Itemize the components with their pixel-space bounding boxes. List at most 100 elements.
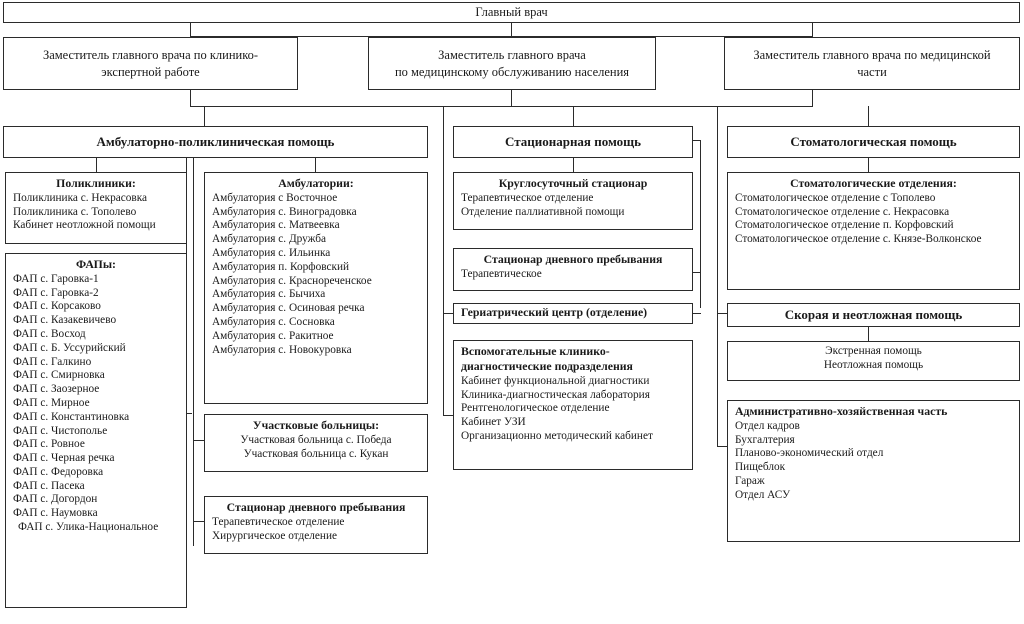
list-day-hospital-outpatient[interactable]: Стационар дневного пребывания Терапевтич… [204, 496, 428, 554]
list-polyclinics[interactable]: Поликлиники: Поликлиника с. Некрасовка П… [5, 172, 187, 244]
list-item: Участковая больница с. Победа [240, 433, 392, 446]
list-item: Стоматологическое отделение п. Корфовски… [735, 219, 954, 232]
connector-admin-in [717, 446, 727, 447]
deputy-medical-part-text: Заместитель главного врача по медицинско… [725, 47, 1019, 80]
list-item: Терапевтическое отделение [461, 191, 594, 204]
list-item: ФАП с. Константиновка [13, 410, 130, 423]
connector-deputy2-stub [511, 22, 512, 36]
list-item: ФАП с. Федоровка [13, 465, 104, 478]
list-day-hospital-inpatient[interactable]: Стационар дневного пребывания Терапевтич… [453, 248, 693, 291]
list-item: Отдел АСУ [735, 488, 791, 501]
section-outpatient-care[interactable]: Амбулаторно-поликлиническая помощь [3, 126, 428, 158]
connector-district-in [193, 440, 204, 441]
connector-deputy1-down [190, 90, 191, 106]
connector-geriatric-left [443, 313, 453, 314]
admin-title: Административно-хозяйственная часть [735, 404, 948, 418]
connector-diagnostic-left [443, 415, 453, 416]
list-item: Стоматологическое отделение с Тополево [735, 191, 936, 204]
section-inpatient-care[interactable]: Стационарная помощь [453, 126, 693, 158]
list-item: Амбулатория с. Виноградовка [212, 205, 357, 218]
section-emergency-care[interactable]: Скорая и неотложная помощь [727, 303, 1020, 327]
list-item: Клиника-диагностическая лаборатория [461, 388, 650, 401]
connector-outpatient-up [204, 106, 205, 126]
list-faps[interactable]: ФАПы: ФАП с. Гаровка-1 ФАП с. Гаровка-2 … [5, 253, 187, 608]
section-dental-care[interactable]: Стоматологическая помощь [727, 126, 1020, 158]
connector-inpatient-trunk-top [690, 140, 701, 141]
list-item: Отдел кадров [735, 419, 800, 432]
list-item: Рентгенологическое отделение [461, 402, 610, 415]
list-item: ФАП с. Заозерное [13, 383, 100, 396]
list-item: Пищеблок [735, 461, 786, 474]
connector-dayhosp-in-in [690, 272, 701, 273]
list-district-hospitals[interactable]: Участковые больницы: Участковая больница… [204, 414, 428, 472]
list-administrative-economic-part[interactable]: Административно-хозяйственная часть Отде… [727, 400, 1020, 542]
list-item: Амбулатория с. Ракитное [212, 329, 334, 342]
list-item: Планово-экономический отдел [735, 447, 884, 460]
list-ambulatories[interactable]: Амбулатории: Амбулатория с Восточное Амб… [204, 172, 428, 404]
list-item: Кабинет функциональной диагностики [461, 374, 650, 387]
connector-deputy2-down [511, 90, 512, 106]
connector-deputy1-stub [190, 22, 191, 36]
list-item: Кабинет неотложной помощи [13, 219, 156, 232]
deputy-clinical-expert-text: Заместитель главного врача по клинико- э… [4, 47, 297, 80]
connector-emergency-down [868, 327, 869, 341]
list-dental-departments[interactable]: Стоматологические отделения: Стоматологи… [727, 172, 1020, 290]
list-item: Амбулатория с. Ильинка [212, 247, 331, 260]
list-item: Терапевтическое отделение [212, 515, 345, 528]
node-deputy-clinical-expert[interactable]: Заместитель главного врача по клинико- э… [3, 37, 298, 90]
section-emergency-label: Скорая и неотложная помощь [784, 307, 963, 322]
connector-emergency-in [717, 313, 727, 314]
section-dental-label: Стоматологическая помощь [790, 134, 957, 149]
node-chief-physician[interactable]: Главный врач [3, 2, 1020, 23]
list-item: Отделение паллиативной помощи [461, 205, 625, 218]
node-geriatric-center[interactable]: Гериатрический центр (отделение) [453, 303, 693, 324]
connector-dayhosp-out-in [193, 521, 204, 522]
diagnostic-title-line-2: диагностические подразделения [461, 358, 633, 373]
district-hospitals-title: Участковые больницы: [252, 418, 380, 432]
list-item: ФАП с. Галкино [13, 355, 92, 368]
list-item: Участковая больница с. Кукан [243, 447, 389, 460]
list-item: Амбулатория с. Новокуровка [212, 343, 352, 356]
connector-second-bus [190, 106, 813, 107]
section-outpatient-label: Амбулаторно-поликлиническая помощь [96, 134, 335, 149]
faps-title: ФАПы: [76, 257, 116, 271]
connector-outpatient-right-trunk [193, 158, 194, 546]
list-item: Кабинет УЗИ [461, 416, 526, 429]
connector-chief-bus [190, 36, 813, 37]
list-item: ФАП с. Корсаково [13, 300, 101, 313]
list-item: Бухгалтерия [735, 433, 795, 446]
chief-label: Главный врач [475, 5, 548, 20]
connector-right-trunk [717, 126, 718, 446]
node-deputy-medical-service[interactable]: Заместитель главного врача по медицинско… [368, 37, 656, 90]
list-item: ФАП с. Гаровка-1 [13, 272, 99, 285]
connector-inpatient-up [573, 106, 574, 126]
list-item: ФАП с. Пасека [13, 479, 85, 492]
list-round-clock-hospital[interactable]: Круглосуточный стационар Терапевтическое… [453, 172, 693, 230]
list-item: Амбулатория п. Корфовский [212, 260, 350, 273]
deputy-medical-service-text: Заместитель главного врача по медицинско… [369, 47, 655, 80]
list-item: ФАП с. Черная речка [13, 452, 115, 465]
list-item: ФАП с. Чистополье [13, 424, 108, 437]
list-item: Стоматологическое отделение с. Князе-Вол… [735, 233, 982, 246]
list-diagnostic-subdivisions[interactable]: Вспомогательные клинико- диагностические… [453, 340, 693, 470]
list-item: Хирургическое отделение [212, 529, 338, 542]
connector-deputy3-down [812, 90, 813, 106]
connector-roundclock-up [573, 158, 574, 172]
list-item: ФАП с. Мирное [13, 396, 90, 409]
list-item: Амбулатория с. Сосновка [212, 315, 335, 328]
connector-fap-in [186, 413, 192, 414]
day-hospital-inpatient-title: Стационар дневного пребывания [483, 252, 663, 266]
node-deputy-medical-part[interactable]: Заместитель главного врача по медицинско… [724, 37, 1020, 90]
list-emergency-types[interactable]: Экстренная помощь Неотложная помощь [727, 341, 1020, 381]
list-item: ФАП с. Догордон [13, 493, 98, 506]
section-inpatient-label: Стационарная помощь [504, 134, 641, 149]
list-item: Поликлиника с. Тополево [13, 205, 137, 218]
list-item: ФАП с. Б. Уссурийский [13, 341, 126, 354]
list-item: Неотложная помощь [823, 358, 924, 371]
list-item: Амбулатория с. Дружба [212, 233, 327, 246]
deputy-line-2: по медицинскому обслуживанию населения [394, 64, 630, 79]
connector-polyclinics-up [96, 158, 97, 172]
connector-geriatric-right [690, 313, 701, 314]
diagnostic-title-line-1: Вспомогательные клинико- [461, 344, 610, 358]
list-item: ФАП с. Наумовка [13, 507, 98, 520]
